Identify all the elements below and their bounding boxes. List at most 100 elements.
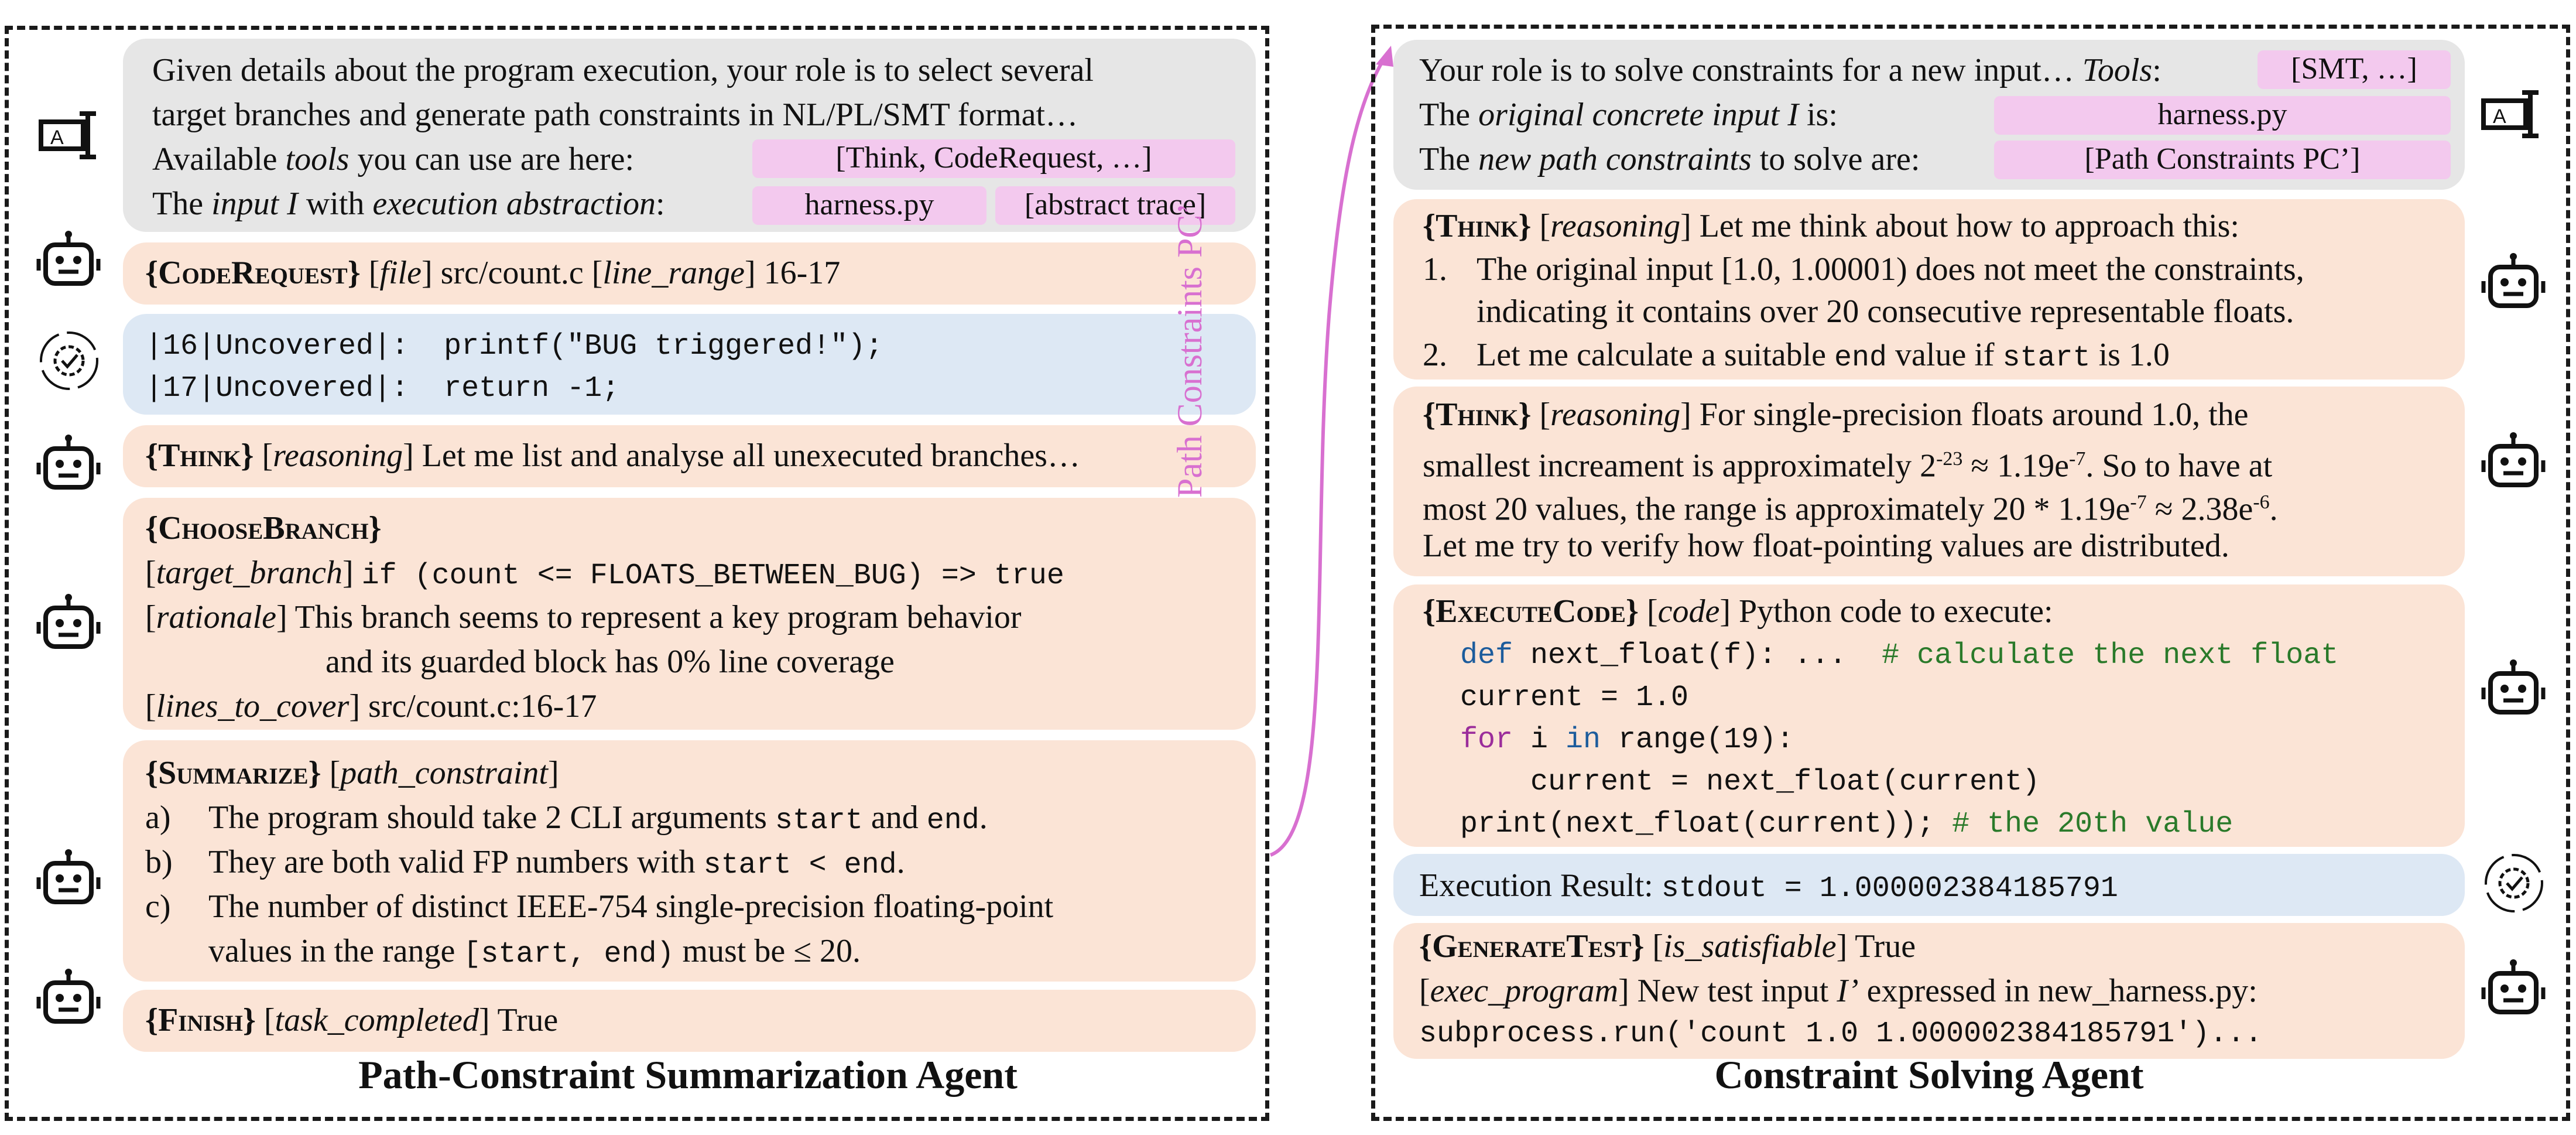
code-comment: # the 20th value [1952, 808, 2234, 841]
new-path-constraints-word: new path constraints [1478, 141, 1752, 177]
code-output-line2: |17|Uncovered|: return -1; [145, 372, 620, 405]
code-start-lt-end: start < end [703, 849, 897, 882]
code-line-current: current = 1.0 [1460, 681, 1689, 714]
left-prompt-line3: Available tools you can use are here: [152, 141, 634, 178]
code-text: i [1513, 723, 1566, 757]
executecode-tag: {ExecuteCode} [1423, 593, 1639, 630]
coderequest-tag: {CodeRequest} [145, 255, 361, 291]
text: is 1.0 [2090, 337, 2170, 373]
code-output-block [123, 314, 1256, 415]
text: ≈ 1.19e [1962, 447, 2069, 484]
summarize-block [123, 740, 1256, 982]
choosebranch-tag-line: {ChooseBranch} [145, 510, 382, 547]
path-constraint-key: path_constraint [340, 755, 548, 791]
finish-line: {Finish} [task_completed] True [145, 1001, 558, 1039]
text: : [656, 186, 665, 222]
left-think-line: {Think} [reasoning] Let me list and anal… [145, 437, 1080, 474]
left-prompt-line4: The input I with execution abstraction: [152, 185, 665, 223]
summarize-tag-line: {Summarize} [path_constraint] [145, 754, 559, 792]
text: is: [1799, 97, 1838, 133]
item-b-marker: b) [145, 844, 173, 880]
code-line-print: print(next_float(current)); # the 20th v… [1460, 806, 2233, 843]
text: [ [254, 437, 273, 474]
think1-item1-line2: indicating it contains over 20 consecuti… [1477, 293, 2294, 330]
finish-block [123, 990, 1256, 1052]
text: [ [1531, 396, 1551, 433]
item-b: They are both valid FP numbers with star… [208, 843, 905, 884]
think2-line2: smallest increament is approximately 2-2… [1423, 440, 2272, 485]
think-tag: {Think} [1423, 208, 1532, 244]
think-tag: {Think} [145, 437, 254, 474]
finish-tag: {Finish} [145, 1002, 256, 1038]
exec-program-key: exec_program [1430, 973, 1619, 1009]
pill-tools: [Think, CodeRequest, …] [752, 139, 1235, 178]
right-panel-title: Constraint Solving Agent [1714, 1052, 2144, 1097]
original-input-word: original concrete input I [1478, 97, 1799, 133]
text: expressed in new_harness.py: [1858, 973, 2258, 1009]
text: Let me calculate a suitable [1477, 337, 1835, 373]
text: Available [152, 141, 286, 177]
stdout-code: stdout = 1.000002384185791 [1661, 872, 2118, 905]
code-start: start [775, 804, 863, 837]
think1-item1-line1: The original input [1.0, 1.00001) does n… [1477, 251, 2304, 288]
target-branch-line: [target_branch] if (count <= FLOATS_BETW… [145, 554, 1064, 595]
code-line-loop-body: current = next_float(current) [1460, 765, 2040, 799]
rationale-line2: and its guarded block has 0% line covera… [326, 644, 895, 680]
text: ] Let me list and analyse all unexecuted… [403, 437, 1080, 474]
text: . [896, 844, 905, 880]
svg-text:A: A [2493, 105, 2506, 128]
text: Execution Result: [1419, 867, 1662, 904]
think1-item2-marker: 2. [1423, 337, 1447, 373]
pill-abstract-trace: [abstract trace] [995, 186, 1235, 225]
exponent: -7 [2130, 491, 2147, 513]
left-panel [5, 26, 1269, 1121]
new-input-symbol: I’ [1837, 973, 1859, 1009]
text: and [862, 799, 927, 836]
right-prompt-line2: The original concrete input I is: [1419, 96, 1838, 134]
code-text: print(next_float(current)); [1460, 808, 1952, 841]
robot-icon [36, 435, 101, 490]
code-start: start [2002, 341, 2091, 375]
text: ] Let me think about how to approach thi… [1680, 208, 2239, 244]
choosebranch-block [123, 498, 1256, 730]
right-panel [1371, 25, 2570, 1121]
summarize-tag: {Summarize} [145, 755, 321, 791]
text: ] 16-17 [745, 255, 841, 291]
code-output-line1: |16|Uncovered|: printf("BUG triggered!")… [145, 330, 883, 363]
pill-path-constraints: [Path Constraints PC’] [1994, 141, 2451, 179]
right-think1-block [1393, 199, 2465, 380]
keyword-def: def [1460, 639, 1513, 672]
tools-word: tools [285, 141, 350, 177]
think1-line1: {Think} [reasoning] Let me think about h… [1423, 207, 2239, 245]
text: [ [321, 755, 341, 791]
code-line-for: for i in range(19): [1460, 722, 1794, 759]
text: [ [1419, 973, 1430, 1009]
rationale-line: [rationale] This branch seems to represe… [145, 599, 1022, 636]
keyword-for: for [1460, 723, 1513, 757]
text: ] [547, 755, 559, 791]
text: ] Python code to execute: [1719, 593, 2053, 630]
code-line-def: def next_float(f): ... # calculate the n… [1460, 637, 2338, 675]
robot-icon [2481, 432, 2546, 487]
target-branch-key: target_branch [156, 555, 342, 591]
text: ] For single-precision floats around 1.0… [1680, 396, 2249, 433]
generatetest-block [1393, 923, 2465, 1059]
text: ] This branch seems to represent a key p… [276, 599, 1022, 635]
think1-item1-marker: 1. [1423, 251, 1447, 288]
text: Your role is to solve constraints for a … [1419, 52, 2082, 88]
text-cursor-icon: A [2481, 90, 2539, 138]
text: ] True [1836, 928, 1916, 965]
gear-refresh-icon [2485, 854, 2543, 912]
text: with [297, 186, 373, 222]
generatetest-line1: {GenerateTest} [is_satisfiable] True [1419, 928, 1916, 965]
text: ] src/count.c:16-17 [349, 688, 597, 724]
text: The [1419, 97, 1479, 133]
executecode-block [1393, 584, 2465, 847]
pill-harness: harness.py [752, 186, 986, 225]
text: . So to have at [2085, 447, 2273, 484]
generatetest-line2: [exec_program] New test input I’ express… [1419, 972, 2258, 1010]
robot-icon [36, 231, 101, 286]
right-think2-block [1393, 387, 2465, 576]
text: must be ≤ 20. [674, 933, 861, 969]
text: [ [1531, 208, 1551, 244]
